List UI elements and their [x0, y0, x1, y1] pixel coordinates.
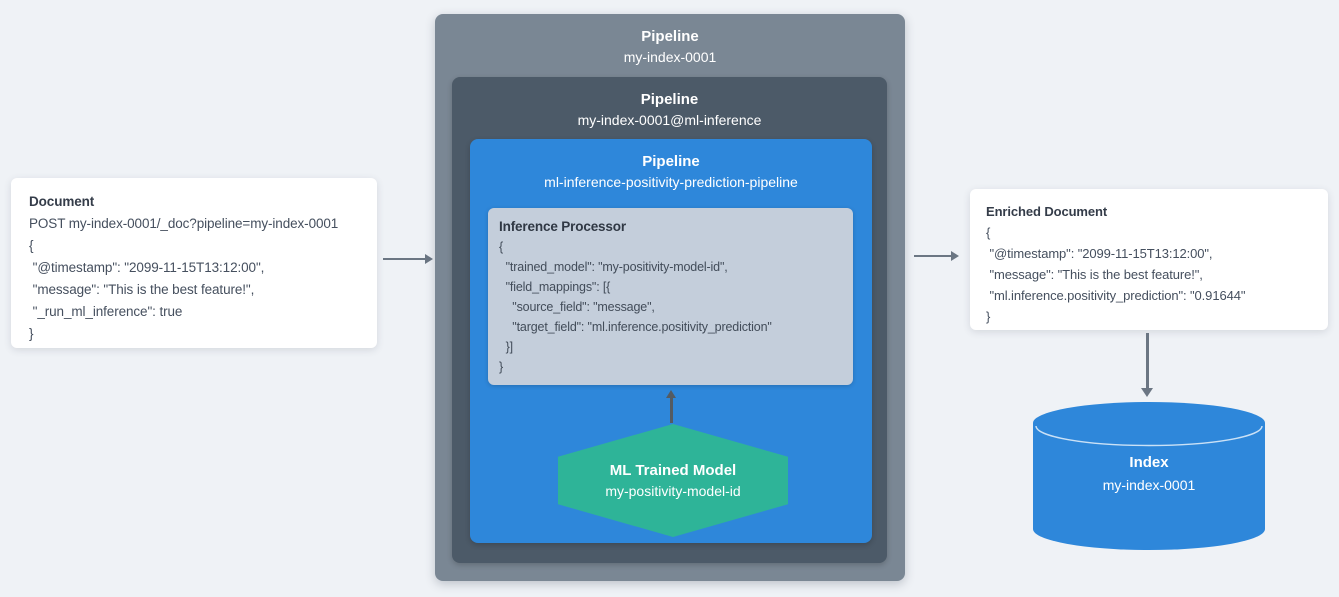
pipeline-inner-header: Pipeline ml-inference-positivity-predict…: [470, 151, 872, 193]
enriched-code-line: "message": "This is the best feature!",: [986, 267, 1203, 282]
document-code-line: "message": "This is the best feature!",: [29, 282, 255, 297]
pipeline-inner-title: Pipeline: [642, 153, 700, 170]
processor-code-line: "target_field": "ml.inference.positivity…: [499, 320, 772, 334]
ml-model-name: my-positivity-model-id: [605, 482, 741, 499]
pipeline-inner-name: ml-inference-positivity-prediction-pipel…: [544, 174, 798, 190]
index-name: my-index-0001: [1102, 477, 1196, 493]
pipeline-outer-name: my-index-0001: [623, 49, 717, 65]
enriched-document-box: Enriched Document { "@timestamp": "2099-…: [970, 189, 1328, 330]
processor-code-line: "trained_model": "my-positivity-model-id…: [499, 260, 728, 274]
index-title: Index: [1129, 454, 1169, 471]
pipeline-mid-title: Pipeline: [640, 91, 699, 108]
pipeline-mid-box: Pipeline my-index-0001@ml-inference Pipe…: [452, 77, 887, 563]
arrow-model-to-processor: [665, 390, 677, 423]
document-box-title: Document: [29, 194, 95, 209]
arrow-shaft: [669, 398, 673, 423]
pipeline-mid-name: my-index-0001@ml-inference: [577, 112, 762, 128]
arrow-head-up-icon: [666, 390, 676, 398]
processor-code-line: "field_mappings": [{: [499, 280, 611, 294]
pipeline-outer-title: Pipeline: [641, 28, 699, 45]
pipeline-outer-box: Pipeline my-index-0001 Pipeline my-index…: [435, 14, 905, 581]
ml-model-title: ML Trained Model: [609, 461, 737, 479]
arrow-head-right-icon: [951, 251, 959, 261]
pipeline-inner-box: Pipeline ml-inference-positivity-predict…: [470, 139, 872, 543]
arrow-head-right-icon: [425, 254, 433, 264]
document-code-line: {: [29, 238, 34, 253]
arrow-enriched-to-index: [1141, 333, 1153, 397]
arrow-head-down-icon: [1141, 388, 1153, 397]
inference-processor-box: Inference Processor { "trained_model": "…: [488, 208, 853, 385]
arrow-pipeline-to-enriched: [914, 251, 959, 261]
enriched-code-line: "@timestamp": "2099-11-15T13:12:00",: [986, 246, 1213, 261]
enriched-document-title: Enriched Document: [986, 204, 1108, 219]
index-cylinder: Index my-index-0001: [1033, 402, 1265, 551]
arrow-shaft: [914, 255, 951, 257]
arrow-shaft: [383, 258, 425, 260]
enriched-code-line: }: [986, 309, 991, 324]
processor-code-line: "source_field": "message",: [499, 300, 655, 314]
pipeline-outer-header: Pipeline my-index-0001: [435, 26, 905, 68]
processor-code-line: }: [499, 360, 504, 374]
processor-code-line: {: [499, 240, 504, 254]
index-label: Index my-index-0001: [1033, 452, 1265, 496]
enriched-code-line: "ml.inference.positivity_prediction": "0…: [986, 288, 1246, 303]
document-code-line: }: [29, 326, 34, 341]
arrow-shaft: [1145, 333, 1149, 388]
processor-code-line: }]: [499, 340, 514, 354]
document-code-line: "@timestamp": "2099-11-15T13:12:00",: [29, 260, 265, 275]
document-box: Document POST my-index-0001/_doc?pipelin…: [11, 178, 377, 348]
arrow-document-to-pipeline: [383, 254, 433, 264]
cylinder-shape-icon: [1033, 402, 1265, 550]
inference-processor-title: Inference Processor: [499, 219, 626, 234]
enriched-code-line: {: [986, 225, 991, 240]
pipeline-mid-header: Pipeline my-index-0001@ml-inference: [452, 89, 887, 131]
document-code-line: "_run_ml_inference": true: [29, 304, 183, 319]
document-code-line: POST my-index-0001/_doc?pipeline=my-inde…: [29, 216, 339, 231]
